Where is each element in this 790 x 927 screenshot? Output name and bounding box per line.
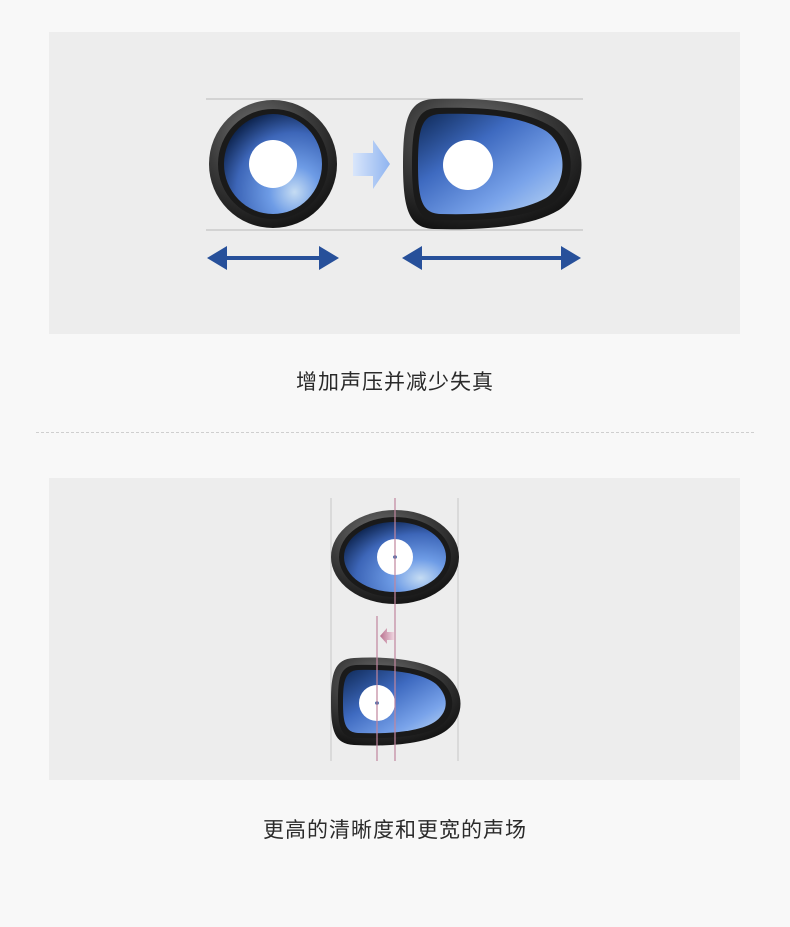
oval-width-arrow-icon [402, 246, 581, 270]
shift-left-arrow-icon [380, 628, 394, 644]
driver-expansion-illustration [206, 98, 583, 270]
oval-driver [403, 98, 582, 230]
soundstage-caption: 更高的清晰度和更宽的声场 [263, 818, 527, 842]
offset-hole-driver [331, 657, 461, 746]
round-driver [209, 100, 337, 228]
pressure-caption: 增加声压并减少失真 [296, 370, 494, 394]
expand-arrow-icon [353, 140, 390, 189]
hole-offset-illustration [330, 498, 461, 761]
hole-offset-panel [49, 478, 740, 780]
driver-expansion-panel [49, 32, 740, 334]
round-width-arrow-icon [207, 246, 339, 270]
section-divider [36, 432, 754, 433]
